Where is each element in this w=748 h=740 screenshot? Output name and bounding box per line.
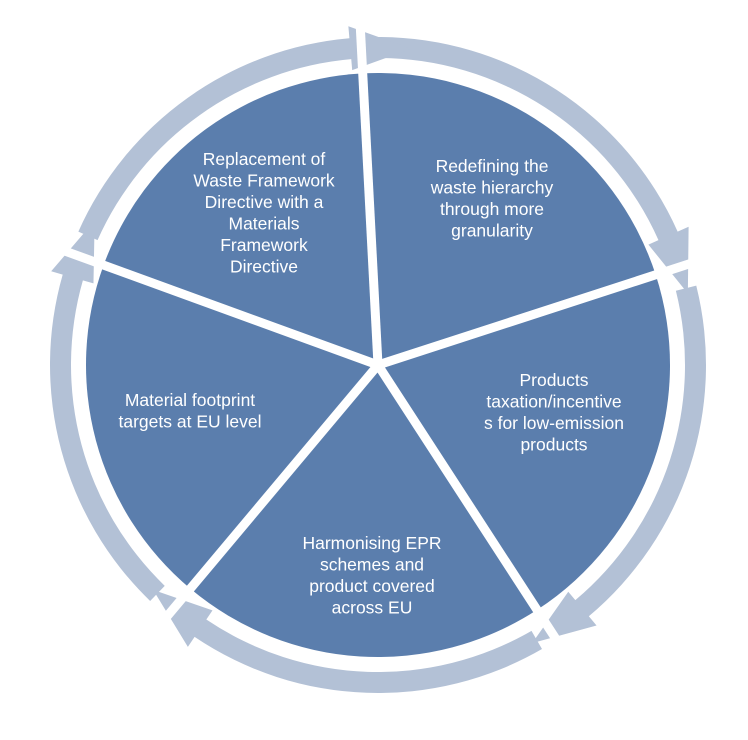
segment-label-line: Redefining the xyxy=(436,156,549,176)
segment-label-line: through more xyxy=(440,199,544,219)
cycle-arrows xyxy=(50,26,706,693)
segment-label-line: Framework xyxy=(220,235,308,255)
cycle-arrow-5 xyxy=(78,26,412,241)
segment-label-line: Waste Framework xyxy=(193,171,335,191)
cycle-arrow-1 xyxy=(378,37,689,294)
cycle-arrow-4 xyxy=(50,220,165,601)
cycle-arrow-2 xyxy=(532,285,706,644)
segment-label-line: Replacement of xyxy=(203,149,326,169)
segment-products-taxation xyxy=(190,365,538,657)
segment-label-line: granularity xyxy=(451,221,533,241)
segment-label-line: taxation/incentive xyxy=(486,392,621,412)
segment-label-line: Products xyxy=(519,370,588,390)
separator-3 xyxy=(374,362,575,665)
segment-label-line: Directive with a xyxy=(205,192,324,212)
segment-material-footprint xyxy=(103,73,379,365)
segment-label-line: across EU xyxy=(332,598,413,618)
segment-label-line: product covered xyxy=(309,576,435,596)
separator-1 xyxy=(354,11,383,366)
separator-2 xyxy=(376,251,717,370)
segment-label-line: targets at EU level xyxy=(119,412,262,432)
separator-5 xyxy=(43,239,380,370)
segment-harmonising-epr xyxy=(85,265,378,589)
cycle-segments xyxy=(85,73,670,657)
segment-label-line: s for low-emission xyxy=(484,413,624,433)
segment-label-line: Harmonising EPR xyxy=(302,533,441,553)
cycle-arrow-3 xyxy=(153,589,542,693)
segment-separators xyxy=(43,11,717,665)
segment-label-line: waste hierarchy xyxy=(430,178,554,198)
segment-label-line: Directive xyxy=(230,257,298,277)
segment-label-line: products xyxy=(520,435,587,455)
segment-replacement-waste-framework xyxy=(362,73,656,365)
segment-redefining-waste-hierarchy xyxy=(378,274,670,610)
segment-label-line: Materials xyxy=(229,214,300,234)
segment-label-line: Material footprint xyxy=(125,390,255,410)
segment-label-line: schemes and xyxy=(320,555,424,575)
separator-4 xyxy=(147,362,382,640)
